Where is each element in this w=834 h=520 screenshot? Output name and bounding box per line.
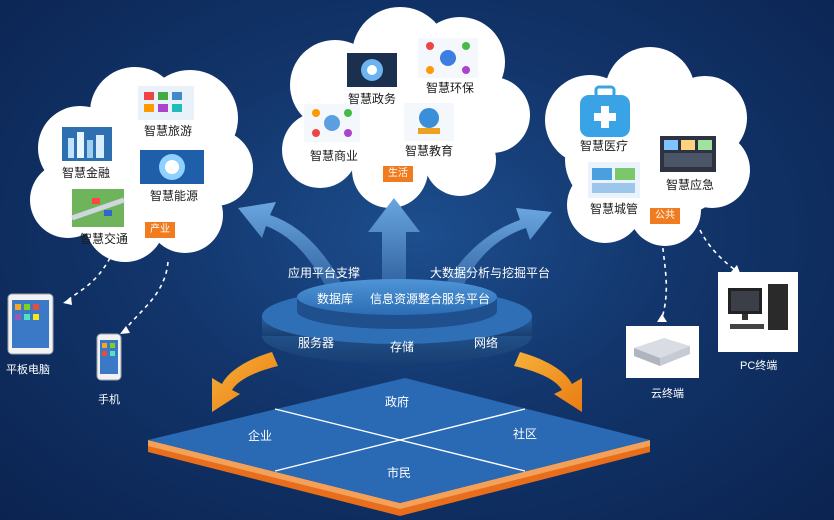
tag-public: 公共	[650, 208, 680, 224]
tag-industry: 产业	[145, 222, 175, 238]
connector-arrowheads	[63, 265, 740, 334]
label-smart-finance: 智慧金融	[62, 166, 111, 180]
label-smart-education: 智慧教育	[405, 144, 454, 158]
label-citizen: 市民	[387, 466, 412, 480]
platform-disk-top	[297, 279, 497, 329]
label-government: 政府	[385, 395, 410, 409]
image-urban-management	[588, 162, 640, 198]
label-smart-emergency: 智慧应急	[666, 178, 715, 192]
caption-pc-terminal: PC终端	[740, 360, 778, 372]
connector-cloud-terminal	[661, 239, 668, 319]
image-finance	[62, 127, 112, 161]
label-smart-environment: 智慧环保	[426, 81, 475, 95]
cloud-terminal-device	[626, 326, 699, 378]
label-smart-tourism: 智慧旅游	[144, 124, 193, 138]
caption-phone: 手机	[98, 394, 120, 406]
caption-application-support: 应用平台支撑	[288, 266, 361, 280]
label-storage: 存储	[390, 340, 415, 354]
label-database: 数据库	[317, 292, 354, 306]
connector-pc-terminal	[699, 229, 736, 271]
dashed-connectors	[67, 229, 736, 331]
image-energy	[140, 150, 204, 184]
label-info-resource-platform: 信息资源整合服务平台	[370, 292, 491, 306]
image-medical	[580, 85, 630, 137]
image-tourism	[138, 86, 194, 120]
connector-tablet	[67, 257, 111, 301]
caption-big-data-platform: 大数据分析与挖掘平台	[430, 266, 551, 280]
tag-life: 生活	[383, 166, 413, 182]
tablet-device	[7, 293, 54, 355]
base-platform	[148, 378, 650, 516]
image-traffic	[71, 189, 125, 227]
label-network: 网络	[474, 336, 499, 350]
pc-terminal-device	[718, 272, 798, 352]
label-smart-commerce: 智慧商业	[310, 149, 359, 163]
image-emergency	[660, 136, 716, 172]
cloud-public	[545, 47, 750, 246]
image-government	[347, 53, 397, 87]
label-community: 社区	[513, 427, 538, 441]
image-commerce	[304, 104, 360, 142]
caption-tablet: 平板电脑	[6, 364, 50, 376]
connector-phone	[124, 261, 169, 331]
label-enterprise: 企业	[248, 429, 273, 443]
label-smart-urban-management: 智慧城管	[590, 202, 639, 216]
label-smart-traffic: 智慧交通	[80, 232, 129, 246]
label-server: 服务器	[298, 336, 335, 350]
image-education	[404, 103, 454, 141]
phone-device	[96, 333, 122, 381]
image-environment	[418, 38, 478, 78]
orange-arrows	[212, 352, 582, 412]
label-smart-energy: 智慧能源	[150, 189, 199, 203]
label-smart-medical: 智慧医疗	[580, 139, 629, 153]
caption-cloud-terminal: 云终端	[651, 388, 684, 400]
label-smart-government: 智慧政务	[348, 92, 397, 106]
